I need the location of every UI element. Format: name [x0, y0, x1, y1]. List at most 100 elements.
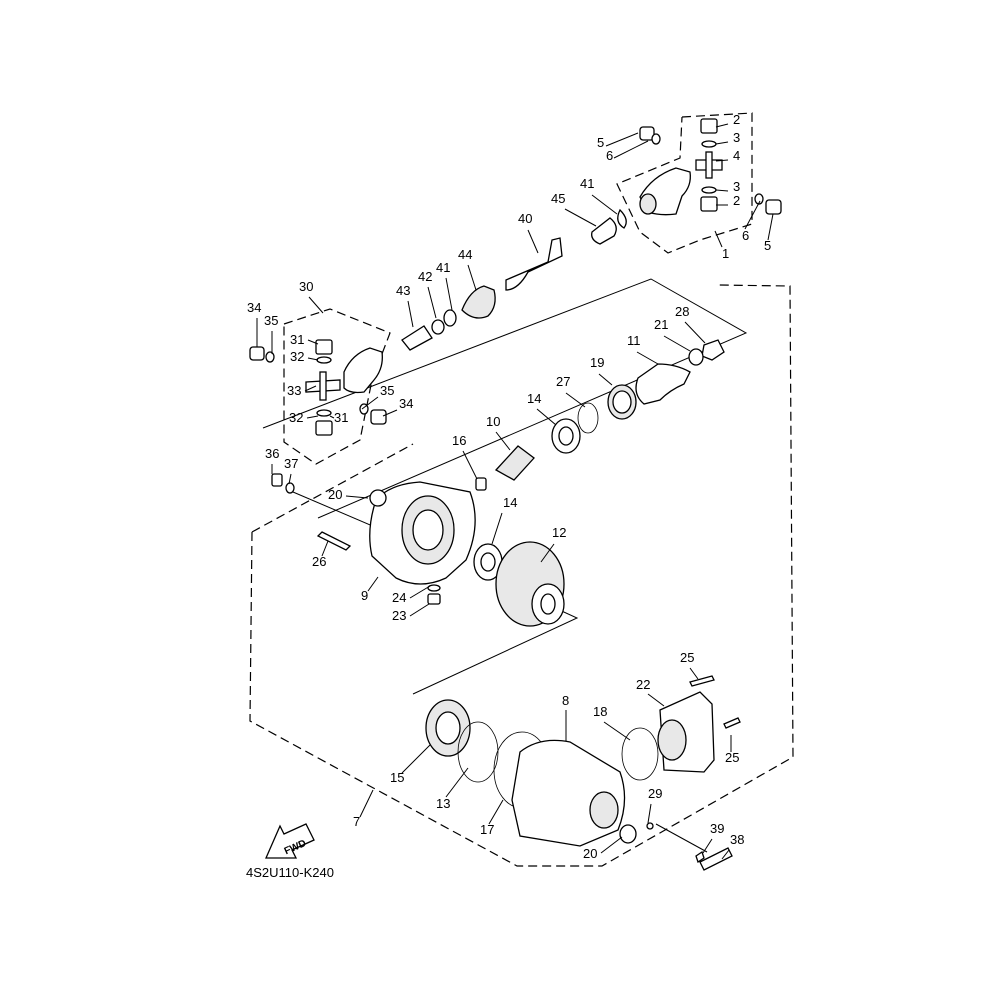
callout-leader-c2a — [715, 123, 729, 128]
group-1-outline — [616, 112, 753, 254]
callout-leader-c6a — [613, 140, 649, 159]
callout-number-c2b: 2 — [733, 193, 740, 208]
callout-leader-c43 — [407, 300, 414, 328]
drive-shaft-parts — [401, 208, 627, 351]
callout-number-c3b: 3 — [733, 179, 740, 194]
callout-number-c23: 23 — [392, 608, 406, 623]
callout-number-c27: 27 — [556, 374, 570, 389]
group-7-top-edge — [251, 443, 414, 533]
callout-number-c6a: 6 — [606, 148, 613, 163]
fwd-arrow: FWD — [265, 823, 315, 859]
callout-number-c31a: 31 — [290, 332, 304, 347]
group-30-outline — [283, 308, 391, 465]
callout-number-c26: 26 — [312, 554, 326, 569]
callout-leader-c22 — [647, 693, 665, 707]
callout-number-c38: 38 — [730, 832, 744, 847]
yoke-assembly-1 — [639, 118, 782, 216]
callout-number-c10: 10 — [486, 414, 500, 429]
callout-leader-c11 — [636, 351, 659, 365]
callout-leader-c31a — [307, 339, 319, 345]
callout-leader-c14a — [536, 408, 557, 426]
group-7-outline — [249, 284, 794, 867]
actuator-motor — [657, 675, 741, 773]
callout-leader-c33 — [304, 385, 317, 392]
callout-leader-c9 — [367, 576, 379, 592]
callout-number-c42: 42 — [418, 269, 432, 284]
callout-number-c4: 4 — [733, 148, 740, 163]
callout-leader-c5b — [767, 213, 774, 241]
callout-leader-c29 — [647, 803, 652, 824]
callout-number-c5b: 5 — [764, 238, 771, 253]
callout-number-c24: 24 — [392, 590, 406, 605]
callout-number-c11: 11 — [627, 333, 641, 348]
callout-number-c14b: 14 — [503, 495, 517, 510]
callout-leader-c23 — [409, 603, 430, 617]
callout-number-c32b: 32 — [289, 410, 303, 425]
callout-number-c31b: 31 — [334, 410, 348, 425]
callout-number-c34b: 34 — [399, 396, 413, 411]
ring-gear-assembly — [473, 541, 565, 627]
callout-leader-c16 — [462, 450, 478, 480]
callout-leader-c10 — [495, 431, 511, 451]
callout-leader-c19 — [598, 373, 613, 386]
callout-number-c18: 18 — [593, 704, 607, 719]
differential-case — [271, 473, 476, 605]
callout-number-c41a: 41 — [580, 176, 594, 191]
callout-leader-c32b — [306, 415, 319, 419]
callout-number-c2a: 2 — [733, 112, 740, 127]
callout-leader-c25a — [689, 667, 699, 680]
callout-number-c22: 22 — [636, 677, 650, 692]
callout-number-c17: 17 — [480, 822, 494, 837]
callout-leader-c39 — [702, 838, 713, 854]
callout-leader-c18 — [603, 721, 631, 741]
callout-leader-c35b — [361, 396, 379, 410]
callout-leader-c24 — [409, 585, 431, 599]
callout-leader-c26 — [321, 540, 329, 557]
callout-number-c16: 16 — [452, 433, 466, 448]
callout-number-c20a: 20 — [328, 487, 342, 502]
callout-leader-c3b — [715, 189, 729, 192]
callout-leader-c6b — [744, 200, 761, 230]
callout-number-c37: 37 — [284, 456, 298, 471]
callout-leader-c31b — [329, 415, 335, 419]
callout-number-c30: 30 — [299, 279, 313, 294]
diagram-code: 4S2U110-K240 — [246, 865, 334, 880]
callout-leader-c30 — [308, 296, 324, 314]
callout-leader-c37 — [288, 473, 292, 485]
callout-leader-c38 — [721, 849, 730, 860]
callout-leader-c42 — [427, 286, 437, 319]
pinion-parts — [475, 339, 725, 491]
callout-number-c5a: 5 — [597, 135, 604, 150]
callout-leader-c20b — [600, 836, 623, 854]
callout-number-c35a: 35 — [264, 313, 278, 328]
callout-number-c7: 7 — [353, 814, 360, 829]
callout-leader-c7 — [359, 789, 374, 818]
callout-number-c13: 13 — [436, 796, 450, 811]
callout-number-c3a: 3 — [733, 130, 740, 145]
callout-number-c34a: 34 — [247, 300, 261, 315]
callout-leader-c28 — [684, 321, 706, 344]
callout-number-c9: 9 — [361, 588, 368, 603]
callout-number-c41b: 41 — [436, 260, 450, 275]
callout-number-c12: 12 — [552, 525, 566, 540]
callout-number-c19: 19 — [590, 355, 604, 370]
callout-leader-c45 — [564, 208, 597, 227]
callout-number-c32a: 32 — [290, 349, 304, 364]
callout-leader-c21 — [663, 335, 691, 352]
callout-leader-c32a — [307, 357, 319, 361]
callout-number-c20b: 20 — [583, 846, 597, 861]
callout-leader-c41a — [591, 194, 618, 215]
callout-leader-c15 — [401, 744, 431, 774]
callout-leader-c27 — [565, 392, 586, 408]
callout-leader-c1 — [714, 230, 723, 248]
callout-leader-c5a — [605, 132, 639, 147]
callout-number-c36: 36 — [265, 446, 279, 461]
callout-number-c33: 33 — [287, 383, 301, 398]
callout-leader-c17 — [488, 799, 504, 825]
callout-number-c25b: 25 — [725, 750, 739, 765]
callout-number-c44: 44 — [458, 247, 472, 262]
callout-number-c28: 28 — [675, 304, 689, 319]
callout-leader-c34b — [382, 409, 398, 417]
callout-number-c25a: 25 — [680, 650, 694, 665]
